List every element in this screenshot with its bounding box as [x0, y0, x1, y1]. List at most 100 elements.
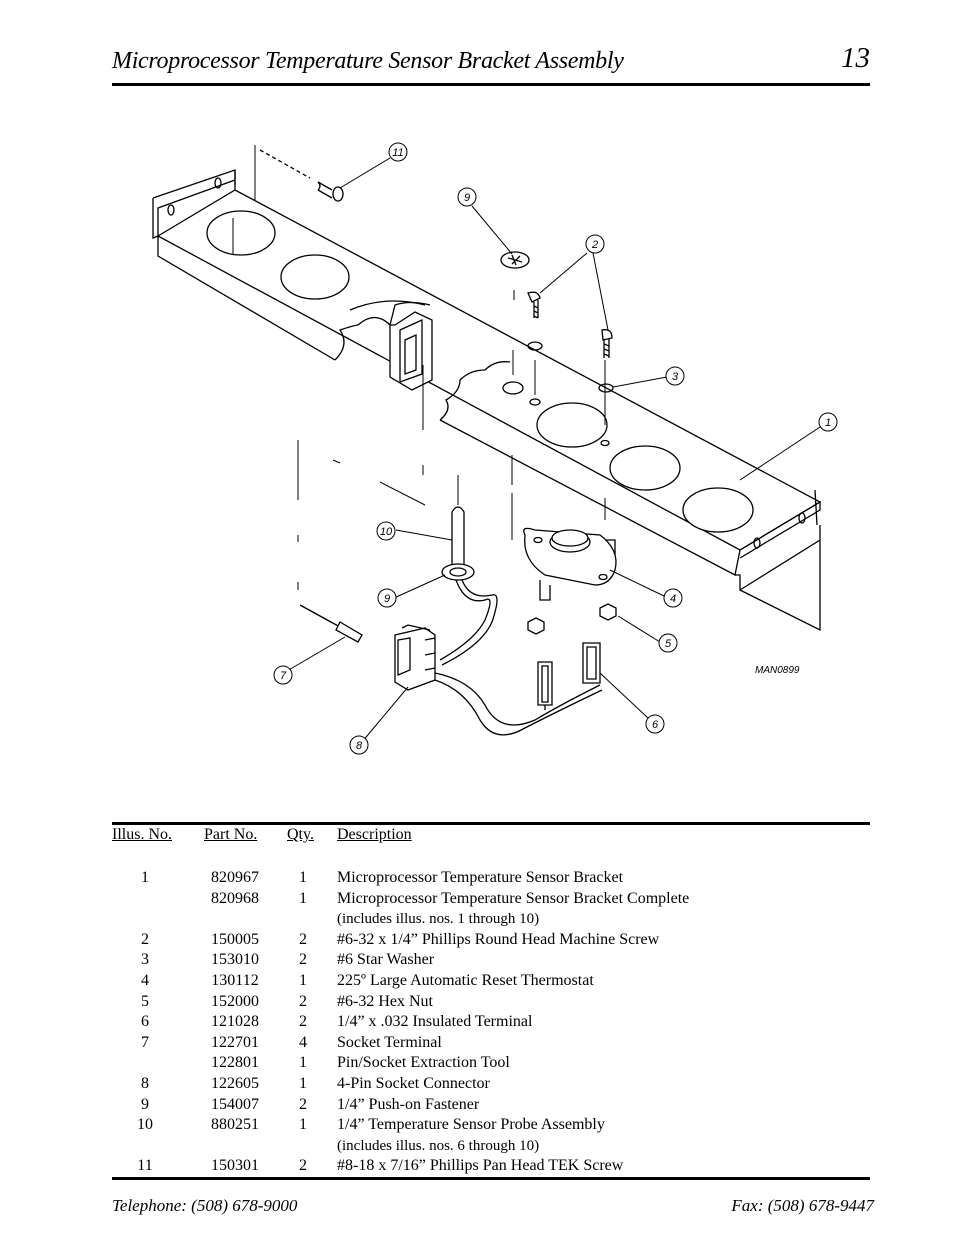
- table-row: (includes illus. nos. 1 through 10): [112, 909, 870, 930]
- header-qty: Qty.: [287, 826, 314, 843]
- qty-cell: 2: [299, 951, 307, 969]
- description-cell: (includes illus. nos. 6 through 10): [337, 1137, 540, 1154]
- table-top-rule: [112, 822, 870, 825]
- part-no-cell: 153010: [211, 951, 259, 969]
- description-cell: #6 Star Washer: [337, 951, 435, 969]
- table-row: 3 153010 2 #6 Star Washer: [112, 950, 870, 971]
- part-no-cell: 150301: [211, 1157, 259, 1175]
- callout-label: 7: [280, 670, 287, 682]
- description-cell: Microprocessor Temperature Sensor Bracke…: [337, 889, 690, 907]
- part-no-cell: 154007: [211, 1095, 259, 1113]
- callout-label: 5: [665, 638, 672, 650]
- callout-labels: 11 9 2 3 1 10 9 4 5 7 6 8: [280, 147, 831, 752]
- qty-cell: 1: [299, 1116, 307, 1134]
- temperature-probe-10: [439, 506, 498, 666]
- callout-label: 2: [591, 239, 598, 251]
- callout-label: 11: [392, 147, 403, 159]
- part-no-cell: 130112: [211, 971, 259, 989]
- illus-no-cell: 3: [141, 951, 149, 969]
- callout-11: [388, 142, 408, 162]
- callout-label: 6: [652, 719, 659, 731]
- table-row: 122801 1 Pin/Socket Extraction Tool: [112, 1053, 870, 1074]
- callout-5: [658, 633, 678, 653]
- part-no-cell: 121028: [211, 1013, 259, 1031]
- callout-label: 4: [670, 593, 676, 605]
- callout-1: [818, 412, 838, 432]
- callout-3: [665, 366, 685, 386]
- qty-cell: 1: [299, 1074, 307, 1092]
- description-cell: 1/4” Temperature Sensor Probe Assembly: [337, 1116, 605, 1134]
- qty-cell: 2: [299, 930, 307, 948]
- illus-no-cell: 8: [141, 1074, 149, 1092]
- description-cell: 1/4” x .032 Insulated Terminal: [337, 1013, 533, 1031]
- callout-9-lower: [377, 588, 397, 608]
- qty-cell: 4: [299, 1033, 307, 1051]
- table-row: 8 122605 1 4-Pin Socket Connector: [112, 1074, 870, 1095]
- socket-terminal-7: [299, 604, 363, 643]
- description-cell: 1/4” Push-on Fastener: [337, 1095, 480, 1113]
- table-row: 820968 1 Microprocessor Temperature Sensor…: [112, 889, 870, 910]
- callout-label: 9: [464, 192, 470, 204]
- callout-circles: [273, 142, 838, 755]
- insulated-terminals-6: [537, 642, 601, 706]
- description-cell: 225º Large Automatic Reset Thermostat: [337, 971, 594, 989]
- qty-cell: 2: [299, 992, 307, 1010]
- push-on-fastener-top: [500, 251, 530, 269]
- description-cell: (includes illus. nos. 1 through 10): [337, 911, 540, 928]
- connector-8: [394, 624, 436, 691]
- part-no-cell: 820967: [211, 869, 259, 886]
- callout-10: [376, 521, 396, 541]
- part-no-cell: 820968: [211, 889, 259, 907]
- table-bottom-rule: [112, 1177, 870, 1180]
- table-row: 1 820967 1 Microprocessor Temperature Senso…: [112, 868, 870, 889]
- qty-cell: 2: [299, 1157, 307, 1175]
- header-part-no: Part No.: [204, 826, 258, 843]
- callout-label: 3: [672, 371, 679, 383]
- leader-lines: [286, 157, 821, 743]
- callout-4: [663, 588, 683, 608]
- description-cell: Pin/Socket Extraction Tool: [337, 1054, 510, 1072]
- illus-no-cell: 6: [141, 1013, 149, 1031]
- description-cell: Microprocessor Temperature Sensor Bracke…: [337, 869, 624, 886]
- callout-9-top: [457, 187, 477, 207]
- description-cell: Socket Terminal: [337, 1033, 442, 1051]
- illus-no-cell: 4: [141, 971, 149, 989]
- part-no-cell: 122605: [211, 1074, 259, 1092]
- callout-6: [645, 714, 665, 734]
- callout-label: 10: [380, 526, 393, 538]
- callout-label: 8: [356, 740, 363, 752]
- table-row: 4 130112 1 225º Large Automatic Reset Therm…: [112, 971, 870, 992]
- table-row: 9 154007 2 1/4” Push-on Fastener: [112, 1095, 870, 1116]
- footer-telephone: Telephone: (508) 678-9000: [112, 1196, 298, 1215]
- qty-cell: 1: [299, 971, 307, 989]
- description-cell: 4-Pin Socket Connector: [337, 1074, 490, 1092]
- illus-no-cell: 2: [141, 930, 149, 948]
- bracket-part-1: [152, 169, 822, 632]
- callout-label: 1: [825, 417, 831, 429]
- parts-table-header: Illus. No. Part No. Qty. Description: [112, 826, 870, 848]
- illus-no-cell: 9: [141, 1095, 149, 1113]
- footer-fax: Fax: (508) 678-9447: [731, 1196, 874, 1215]
- qty-cell: 1: [299, 869, 307, 886]
- part-no-cell: 122701: [211, 1033, 259, 1051]
- qty-cell: 1: [299, 1054, 307, 1072]
- illus-no-cell: 10: [137, 1116, 153, 1134]
- hex-nuts-5: [527, 603, 617, 635]
- drawing-id: MAN0899: [755, 665, 800, 676]
- page-number: 13: [841, 42, 870, 74]
- center-lines: [232, 145, 606, 590]
- qty-cell: 1: [299, 889, 307, 907]
- qty-cell: 2: [299, 1095, 307, 1113]
- illus-no-cell: 1: [141, 869, 149, 886]
- description-cell: #6-32 Hex Nut: [337, 992, 433, 1010]
- part-no-cell: 122801: [211, 1054, 259, 1072]
- wires: [434, 672, 603, 736]
